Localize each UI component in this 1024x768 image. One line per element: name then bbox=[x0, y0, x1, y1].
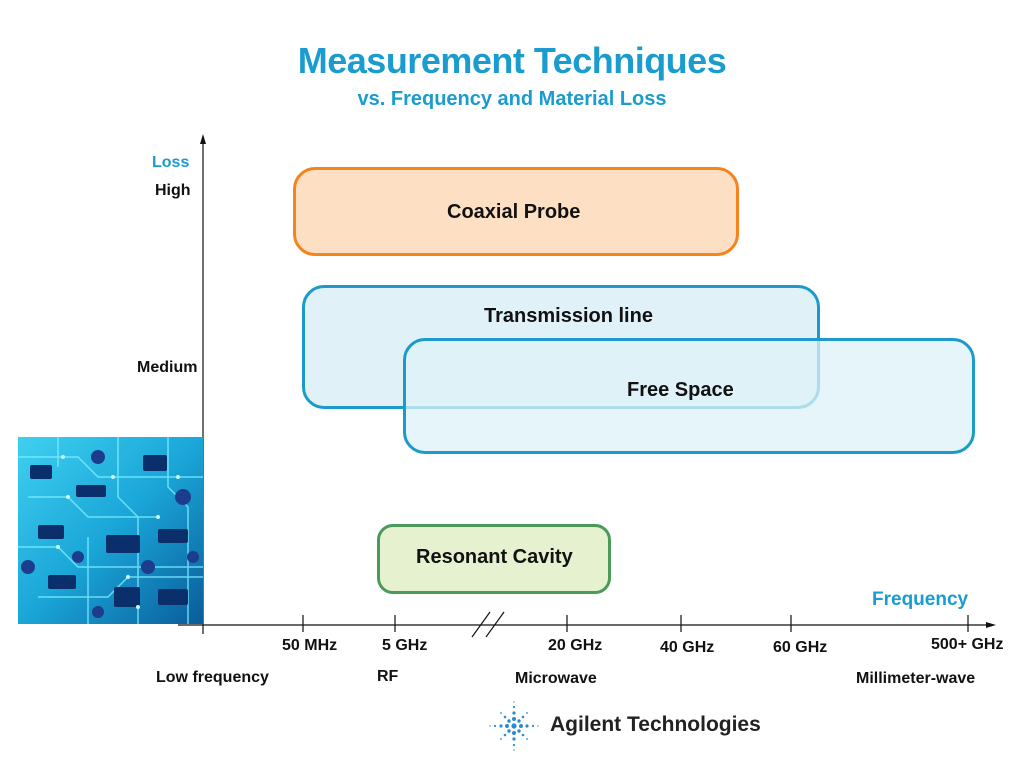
band-low-frequency: Low frequency bbox=[156, 669, 269, 686]
y-axis-label: Loss bbox=[152, 154, 190, 171]
technique-free-space-label: Free Space bbox=[627, 379, 734, 401]
y-level-high: High bbox=[155, 182, 191, 199]
circuit-board-photo bbox=[18, 437, 203, 624]
y-level-medium: Medium bbox=[137, 359, 198, 376]
band-millimeter-wave: Millimeter-wave bbox=[856, 670, 976, 687]
x-tick-500ghz: 500+ GHz bbox=[931, 636, 1004, 653]
x-tick-20ghz: 20 GHz bbox=[548, 637, 603, 654]
x-axis-label: Frequency bbox=[872, 589, 969, 610]
x-tick-5ghz: 5 GHz bbox=[382, 637, 428, 654]
band-rf: RF bbox=[377, 668, 399, 685]
technique-free-space bbox=[403, 338, 975, 454]
technique-resonant-cavity bbox=[377, 524, 611, 594]
agilent-spark-icon bbox=[489, 701, 539, 751]
band-microwave: Microwave bbox=[515, 670, 597, 687]
x-tick-50mhz: 50 MHz bbox=[282, 637, 338, 654]
x-tick-40ghz: 40 GHz bbox=[660, 639, 715, 656]
x-tick-60ghz: 60 GHz bbox=[773, 639, 828, 656]
technique-coaxial-probe-label: Coaxial Probe bbox=[447, 201, 581, 223]
diagram-subtitle: vs. Frequency and Material Loss bbox=[357, 88, 667, 110]
technique-resonant-cavity-label: Resonant Cavity bbox=[416, 546, 573, 568]
diagram-title: Measurement Techniques bbox=[297, 40, 727, 81]
technique-coaxial-probe bbox=[293, 167, 739, 256]
agilent-logo-text: Agilent Technologies bbox=[550, 713, 761, 736]
technique-transmission-line-label: Transmission line bbox=[484, 305, 653, 327]
